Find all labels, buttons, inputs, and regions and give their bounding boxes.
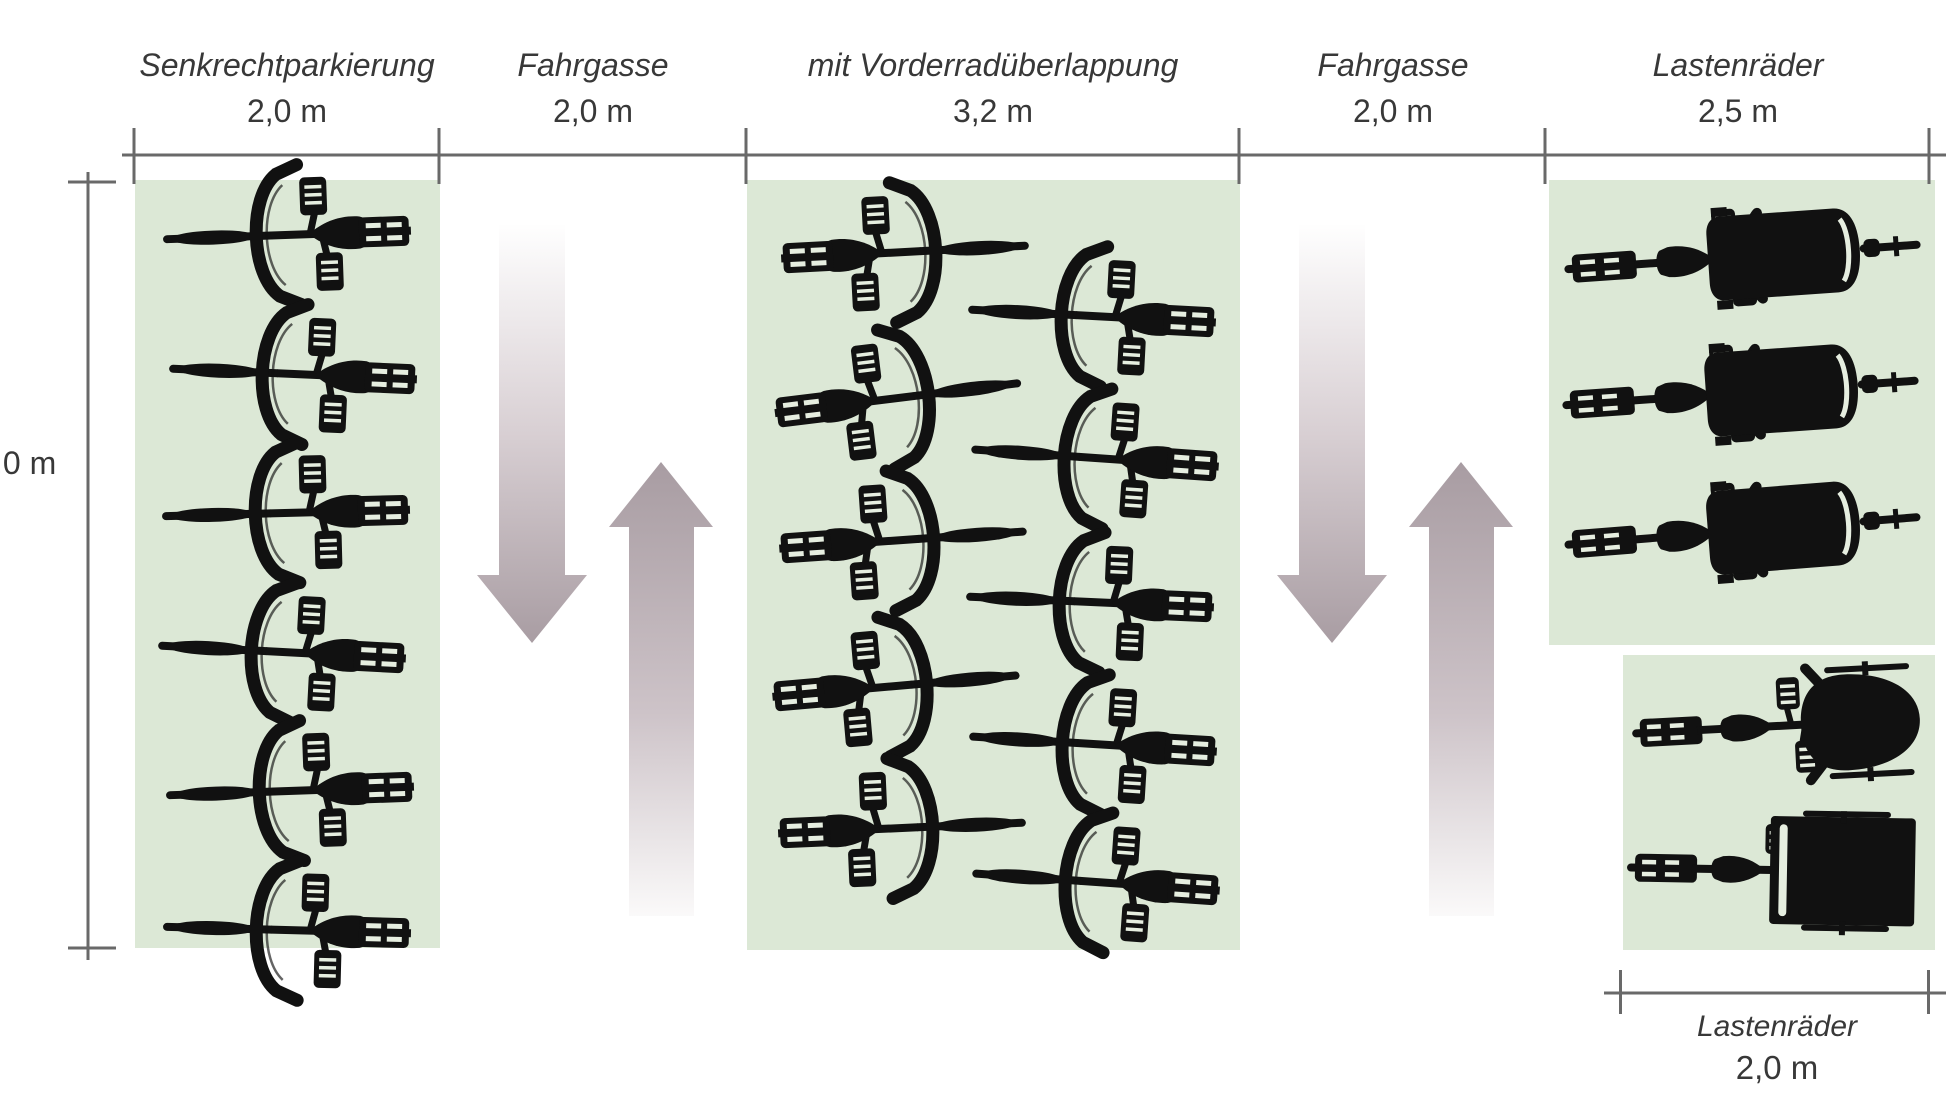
segment-measure: 2,5 m <box>1697 93 1779 129</box>
top-dimension-line <box>122 128 1946 184</box>
segment-measure: 2,0 m <box>246 93 328 129</box>
segment-measure: 3,2 m <box>952 93 1034 129</box>
left-dimension-line <box>68 172 116 960</box>
segment-label: Senkrechtparkierung <box>139 47 435 83</box>
left-dimension-measure: ,0 m <box>0 445 57 481</box>
bottom-dimension-measure: 2,0 m <box>1735 1049 1819 1086</box>
segment-measure: 2,0 m <box>1352 93 1434 129</box>
traffic-direction-up-arrow <box>1409 462 1513 916</box>
segment-label: mit Vorderradüberlappung <box>807 47 1179 83</box>
traffic-direction-down-arrow <box>1277 225 1387 643</box>
segment-label: Fahrgasse <box>1317 47 1469 83</box>
traffic-direction-down-arrow <box>477 225 587 643</box>
segment-measure: 2,0 m <box>552 93 634 129</box>
traffic-direction-up-arrow <box>609 462 713 916</box>
bottom-dimension-label: Lastenräder <box>1696 1010 1858 1043</box>
bottom-dimension-line <box>1604 970 1946 1014</box>
segment-label: Lastenräder <box>1652 47 1824 83</box>
segment-label: Fahrgasse <box>517 47 669 83</box>
